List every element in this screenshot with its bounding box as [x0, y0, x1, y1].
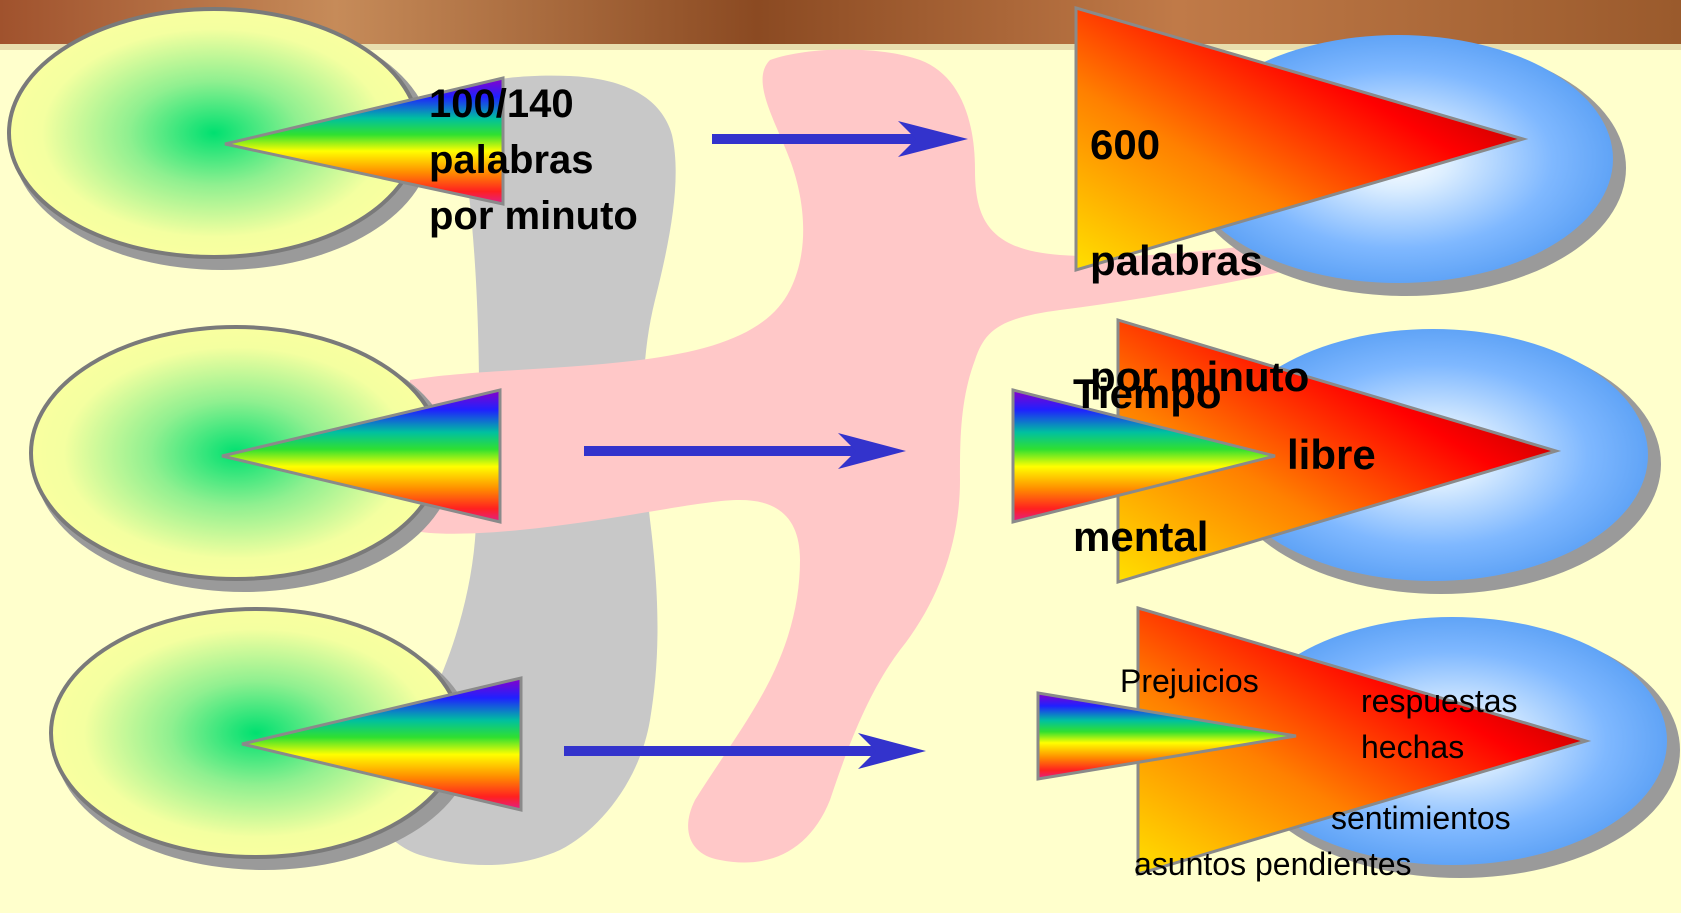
label-fast-line3: por minuto: [1090, 353, 1310, 400]
label-slow-line1: 100/140: [429, 82, 574, 126]
label-fast-line2: palabras: [1090, 237, 1263, 284]
rainbow-cone-row-3: [241, 676, 523, 812]
rainbow-cone-row-1: [224, 76, 505, 206]
rainbow-cone-row-2: [221, 388, 502, 524]
rainbow-cone-row-3-right: [1036, 691, 1297, 781]
arrow-row-1: [712, 121, 968, 157]
label-prejuicios: Prejuicios: [1120, 663, 1259, 699]
label-respuestas-hechas: respuestas hechas: [1361, 683, 1518, 765]
label-slow-line2: palabras: [429, 138, 594, 182]
fire-cone-row-1: [1074, 5, 1529, 273]
label-words-per-minute-slow: 100/140 palabras por minuto: [429, 76, 638, 244]
label-asuntos-pendientes: asuntos pendientes: [1134, 846, 1412, 882]
left-ellipse-row-1: [7, 7, 432, 270]
label-mental: mental: [1073, 513, 1209, 560]
label-words-per-minute-fast: 600 palabras por minuto: [1090, 58, 1309, 464]
header-shadow: [0, 44, 1681, 50]
label-tiempo: Tiempo: [1073, 370, 1222, 417]
rainbow-cone-row-2-right: [1011, 388, 1276, 524]
label-libre: libre: [1287, 431, 1376, 478]
arrow-row-2: [584, 433, 906, 469]
arrow-row-3: [564, 733, 926, 769]
label-sentimientos: sentimientos: [1331, 800, 1511, 836]
label-fast-line1: 600: [1090, 121, 1161, 168]
label-slow-line3: por minuto: [429, 194, 638, 238]
